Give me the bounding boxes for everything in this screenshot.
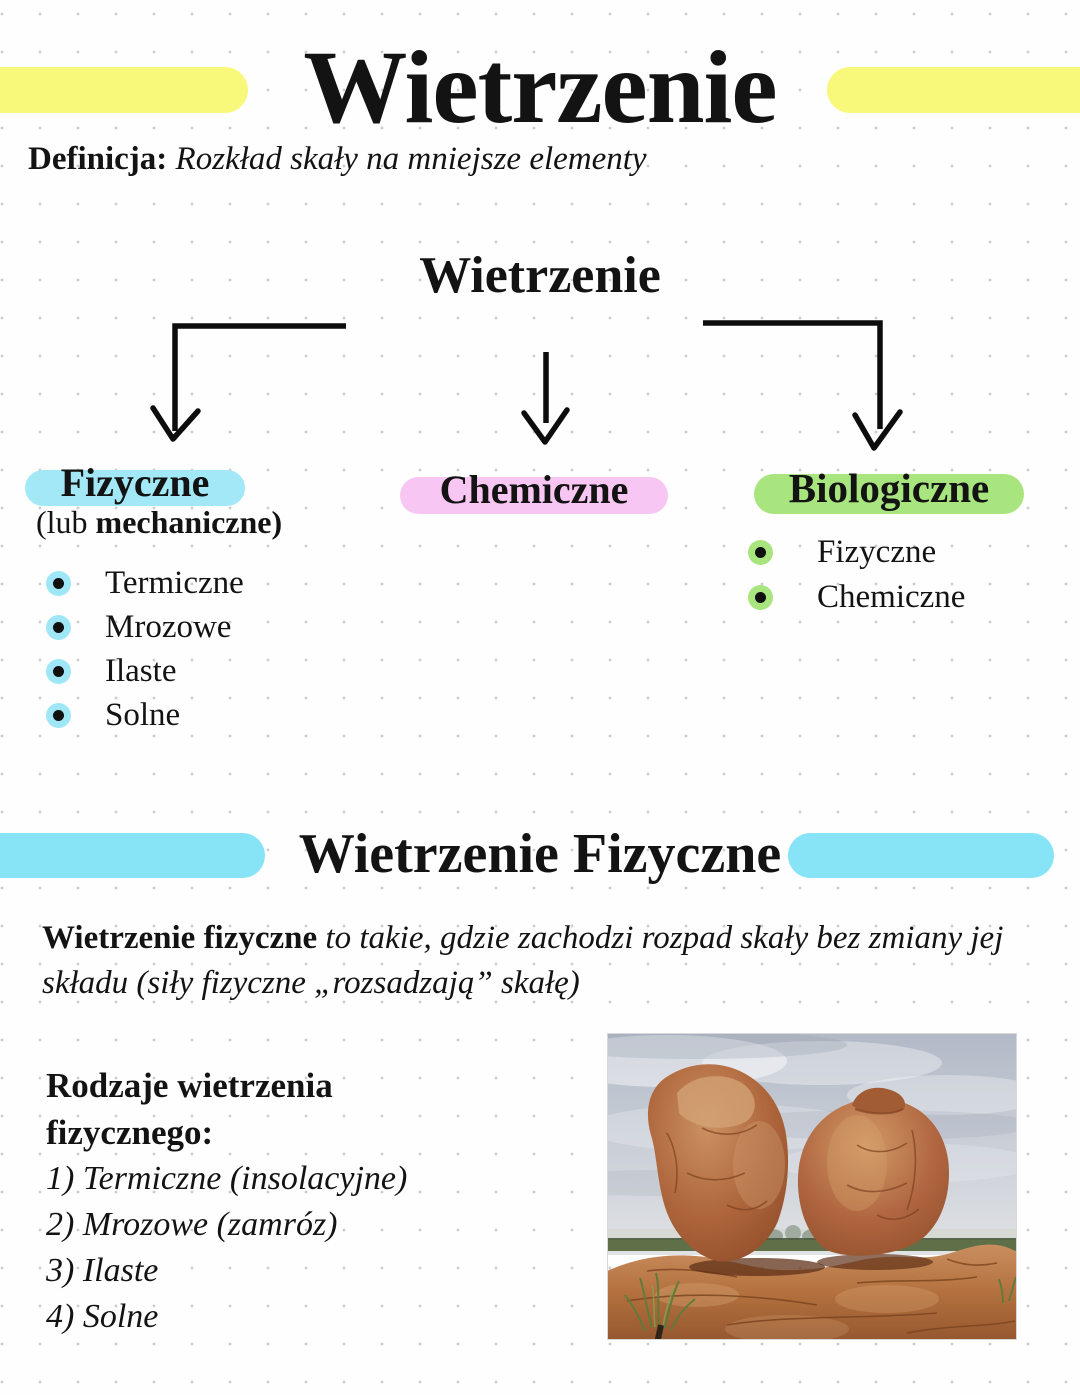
- types-heading: Rodzaje wietrzenia fizycznego:: [46, 1066, 333, 1152]
- pink-highlight-chemiczne: [400, 477, 668, 514]
- bullet-dot-icon: [46, 614, 71, 640]
- bullet-dot-icon: [748, 540, 773, 565]
- list-item: 2) Mrozowe (zamróz): [46, 1206, 338, 1243]
- yellow-highlight-left: [0, 67, 248, 113]
- arrow-middle-head-icon: [521, 407, 570, 445]
- list-item: Chemiczne: [748, 575, 965, 620]
- list-item: 4) Solne: [46, 1298, 159, 1335]
- types-block: Rodzaje wietrzenia fizycznego: 1) Termic…: [46, 1062, 586, 1340]
- cyan-bar-left: [0, 833, 265, 878]
- types-list: 1) Termiczne (insolacyjne) 2) Mrozowe (z…: [46, 1156, 586, 1340]
- definition-line: Definicja: Rozkład skały na mniejsze ele…: [28, 141, 647, 178]
- list-item: Termiczne: [46, 561, 244, 605]
- list-item-label: Mrozowe: [105, 608, 232, 645]
- yellow-highlight-right: [827, 67, 1080, 113]
- diagram-arrows: [150, 320, 903, 451]
- arrow-left-head-icon: [150, 405, 201, 442]
- list-item: 1) Termiczne (insolacyjne): [46, 1160, 408, 1197]
- page-title: Wietrzenie: [303, 30, 777, 145]
- cyan-bar-right: [788, 833, 1054, 878]
- definition-text: Rozkład skały na mniejsze elementy: [175, 141, 647, 177]
- list-item: Fizyczne: [748, 530, 965, 575]
- paragraph-rest: to takie, gdzie zachodzi rozpad skały be…: [42, 920, 1004, 1001]
- list-item: Ilaste: [46, 649, 244, 693]
- arrow-right-line: [703, 320, 883, 429]
- branch-biologiczne-label: Biologiczne: [788, 465, 990, 511]
- arrow-right-head-icon: [852, 409, 903, 451]
- diagram-root-label: Wietrzenie: [419, 247, 661, 304]
- green-highlight-biologiczne: [754, 474, 1024, 514]
- list-item-label: Solne: [105, 696, 181, 733]
- fizyczne-bullet-list: Termiczne Mrozowe Ilaste Solne: [46, 561, 244, 737]
- bullet-dot-icon: [748, 585, 773, 610]
- branch-fizyczne-label: Fizyczne: [60, 460, 210, 505]
- cyan-highlight-fizyczne: [25, 470, 245, 506]
- section-paragraph: Wietrzenie fizyczne to takie, gdzie zach…: [42, 916, 1050, 1006]
- bullet-dot-icon: [46, 702, 71, 728]
- list-item: Solne: [46, 693, 244, 737]
- branch-fizyczne-sublabel: (lub mechaniczne): [36, 504, 282, 541]
- sublabel-bold: mechaniczne): [95, 504, 283, 540]
- sublabel-prefix: (lub: [36, 504, 96, 540]
- list-item-label: Chemiczne: [817, 579, 966, 615]
- list-item-label: Ilaste: [105, 652, 177, 689]
- branch-chemiczne-label: Chemiczne: [439, 467, 629, 512]
- biologiczne-bullet-list: Fizyczne Chemiczne: [748, 530, 965, 620]
- list-item: 3) Ilaste: [46, 1252, 159, 1289]
- list-item-label: Fizyczne: [817, 534, 937, 570]
- bullet-dot-icon: [46, 658, 71, 684]
- list-item: Mrozowe: [46, 605, 244, 649]
- bullet-dot-icon: [46, 570, 71, 596]
- definition-label: Definicja:: [28, 141, 168, 177]
- paragraph-lead-bold: Wietrzenie fizyczne: [42, 920, 318, 956]
- section-title: Wietrzenie Fizyczne: [298, 823, 782, 885]
- rock-weathering-photo: [607, 1033, 1017, 1340]
- arrow-left-line: [172, 323, 346, 431]
- list-item-label: Termiczne: [105, 564, 244, 601]
